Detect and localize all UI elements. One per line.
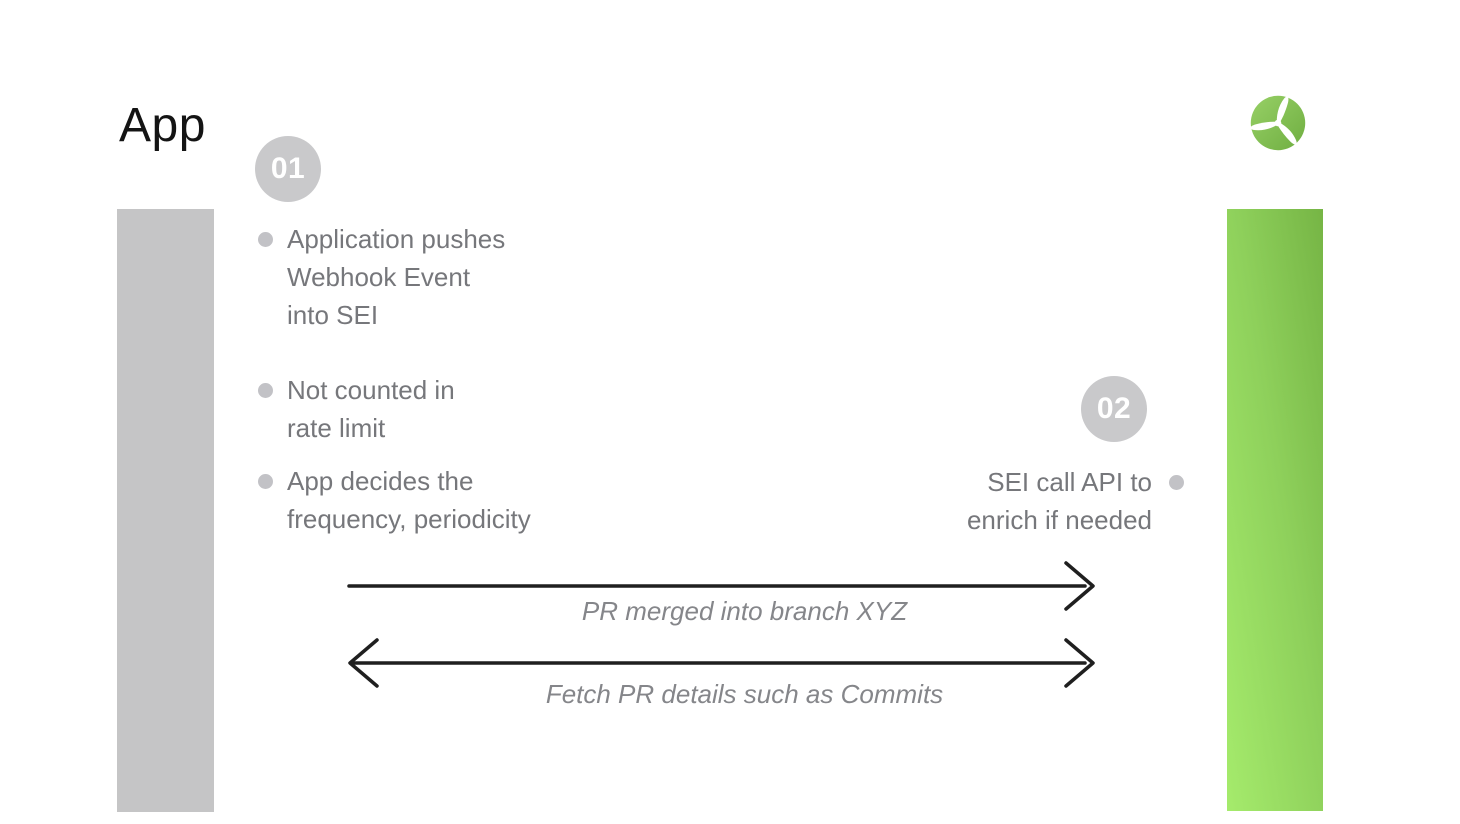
bullet-dot-icon xyxy=(258,474,273,489)
list-item-text: Application pushes Webhook Event into SE… xyxy=(287,220,505,334)
list-item: App decides the frequency, periodicity xyxy=(258,462,531,538)
list-item-line: rate limit xyxy=(287,413,386,443)
arrow-label: Fetch PR details such as Commits xyxy=(545,679,944,709)
sei-pillar xyxy=(1227,209,1323,811)
list-item-text: App decides the frequency, periodicity xyxy=(287,462,531,538)
page-title: App xyxy=(119,99,206,152)
arrow-right-icon xyxy=(347,561,1095,611)
step-badge-01: 01 xyxy=(255,136,321,202)
list-item-text: SEI call API to enrich if needed xyxy=(967,463,1152,539)
list-item-line: Not counted in xyxy=(287,375,455,405)
step-badge-02: 02 xyxy=(1081,376,1147,442)
arrow-label: PR merged into branch XYZ xyxy=(581,596,908,626)
list-item: SEI call API to enrich if needed xyxy=(967,463,1184,539)
list-item: Application pushes Webhook Event into SE… xyxy=(258,220,505,334)
list-item-line: SEI call API to xyxy=(987,467,1152,497)
list-item-line: Webhook Event xyxy=(287,262,471,292)
propeller-icon xyxy=(1245,90,1311,156)
bullet-dot-icon xyxy=(258,383,273,398)
list-item-text: Not counted in rate limit xyxy=(287,371,455,447)
list-item-line: Application pushes xyxy=(287,224,506,254)
list-item-line: App decides the xyxy=(287,466,474,496)
list-item-line: frequency, periodicity xyxy=(287,504,531,534)
arrow-double-icon xyxy=(348,638,1095,688)
list-item-line: into SEI xyxy=(287,300,379,330)
bullet-dot-icon xyxy=(258,232,273,247)
propeller-logo-svg xyxy=(1250,95,1306,151)
app-pillar xyxy=(117,209,214,812)
list-item-line: enrich if needed xyxy=(966,505,1152,535)
list-item: Not counted in rate limit xyxy=(258,371,455,447)
bullet-dot-icon xyxy=(1169,475,1184,490)
